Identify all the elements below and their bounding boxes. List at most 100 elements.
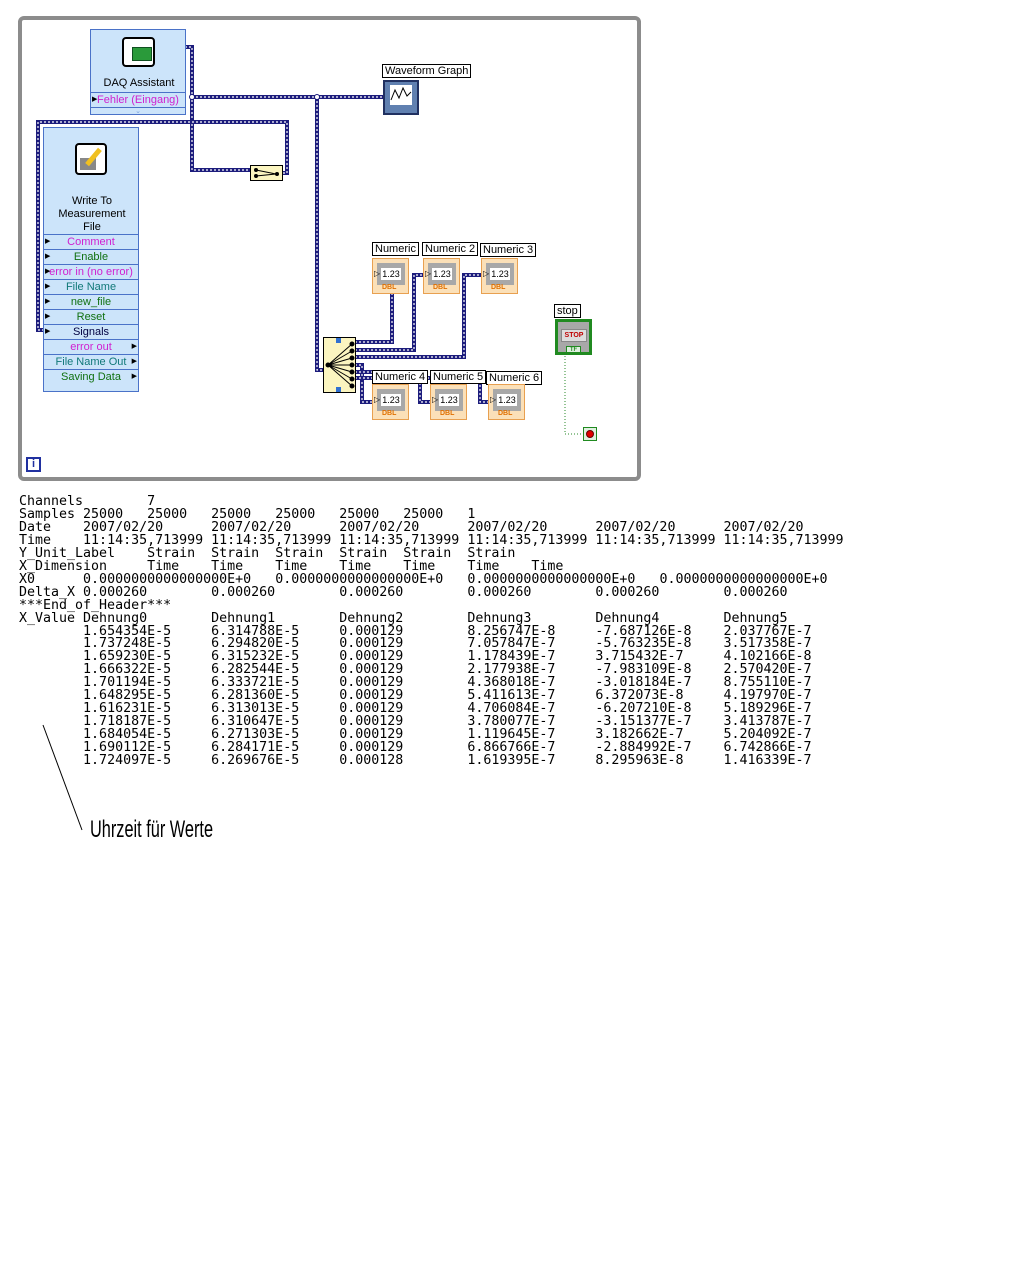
terminal-label: error out xyxy=(70,341,112,353)
terminal-label: new_file xyxy=(70,296,112,308)
file-line: 1.654354E-5 6.314788E-5 0.000129 8.25674… xyxy=(19,623,812,639)
terminal-label: File Name Out xyxy=(55,356,127,368)
file-line: 1.659230E-5 6.315232E-5 0.000129 1.17843… xyxy=(19,649,812,665)
signal-wire xyxy=(355,292,394,344)
terminal-arrow-icon: ▶ xyxy=(45,283,51,290)
stop-button[interactable]: STOP xyxy=(561,329,587,342)
type-badge: DBL xyxy=(433,284,448,291)
terminal-arrow-icon: ▶ xyxy=(131,343,137,350)
terminal-arrow-icon: ▶ xyxy=(45,298,51,305)
signal-wire-dash xyxy=(37,121,288,331)
input-arrow-icon: ▷ xyxy=(490,395,497,404)
wire-junction xyxy=(189,94,195,100)
terminal-error-out[interactable]: ▶ error out xyxy=(44,339,138,354)
file-line: X_Value Dehnung0 Dehnung1 Dehnung2 Dehnu… xyxy=(19,610,788,626)
numeric-label: Numeric 4 xyxy=(372,370,429,384)
daq-card-icon xyxy=(122,37,155,67)
split-signals-node[interactable] xyxy=(323,337,356,393)
numeric-value: 1.23 xyxy=(432,268,452,280)
type-badge: DBL xyxy=(382,284,397,291)
loop-iteration-terminal: i xyxy=(26,457,41,472)
terminal-arrow-icon: ▶ xyxy=(131,373,137,380)
terminal-new-file[interactable]: ▶ new_file xyxy=(44,294,138,309)
type-badge: DBL xyxy=(440,410,455,417)
input-arrow-icon: ▷ xyxy=(374,269,381,278)
expand-chevron-icon[interactable]: ⌄ xyxy=(91,107,185,115)
write-file-icon xyxy=(75,143,107,175)
annotation-text: Uhrzeit für Werte xyxy=(90,816,214,843)
terminal-file-name-out[interactable]: ▶File Name Out xyxy=(44,354,138,369)
numeric-value: 1.23 xyxy=(497,394,517,406)
daq-error-in-terminal[interactable]: ▶Fehler (Eingang) xyxy=(91,92,185,107)
terminal-label: Enable xyxy=(73,251,109,263)
stop-type-badge: TF xyxy=(566,346,581,353)
file-line: Time 11:14:35,713999 11:14:35,713999 11:… xyxy=(19,532,844,548)
numeric-value: 1.23 xyxy=(490,268,510,280)
terminal-arrow-icon: ▶ xyxy=(45,253,51,260)
file-line: 1.684054E-5 6.271303E-5 0.000129 1.11964… xyxy=(19,727,812,743)
terminal-enable[interactable]: ▶ Enable xyxy=(44,249,138,264)
file-line: Delta_X 0.000260 0.000260 0.000260 0.000… xyxy=(19,584,788,600)
write-measurement-file-node[interactable]: Write To Measurement File ▶Comment▶Enabl… xyxy=(43,127,139,392)
input-arrow-icon: ▷ xyxy=(374,395,381,404)
terminal-arrow-icon: ▶ xyxy=(45,313,51,320)
signal-wire-dash xyxy=(316,97,323,371)
terminal-arrow-icon: ▶ xyxy=(45,238,51,245)
terminal-label: error in (no error) xyxy=(49,266,133,278)
file-line: X_Dimension Time Time Time Time Time Tim… xyxy=(19,558,564,574)
numeric-label: Numeric xyxy=(372,242,419,256)
type-badge: DBL xyxy=(498,410,513,417)
signal-wire-dash xyxy=(355,274,423,351)
annotation-pointer-line xyxy=(42,724,83,831)
stop-label: stop xyxy=(554,304,581,318)
signal-wire-dash xyxy=(355,377,489,403)
terminal-arrow-icon: ▶ xyxy=(45,268,51,275)
numeric-value: 1.23 xyxy=(381,394,401,406)
terminal-signals[interactable]: ▶Signals xyxy=(44,324,138,339)
numeric-label: Numeric 6 xyxy=(486,371,543,385)
numeric-label: Numeric 5 xyxy=(430,370,487,384)
stop-if-true-icon xyxy=(586,430,594,438)
loop-condition-terminal[interactable] xyxy=(583,427,597,441)
file-line: 1.724097E-5 6.269676E-5 0.000128 1.61939… xyxy=(19,753,812,769)
graph-icon xyxy=(390,85,412,105)
signal-wire-dash xyxy=(355,364,373,403)
merge-signals-node[interactable] xyxy=(250,165,283,181)
numeric-value: 1.23 xyxy=(381,268,401,280)
daq-assistant-node[interactable]: DAQ Assistant ▶Fehler (Eingang) ⌄ xyxy=(90,29,186,115)
terminal-saving-data[interactable]: ▶Saving Data xyxy=(44,369,138,384)
terminal-reset[interactable]: ▶ Reset xyxy=(44,309,138,324)
file-line: 1.616231E-5 6.313013E-5 0.000129 4.70608… xyxy=(19,701,812,717)
terminal-file-name[interactable]: ▶ File Name xyxy=(44,279,138,294)
wire-junction xyxy=(314,94,320,100)
signal-wire xyxy=(315,97,323,372)
type-badge: DBL xyxy=(491,284,506,291)
terminal-label: Comment xyxy=(67,236,115,248)
file-line: 1.737248E-5 6.294820E-5 0.000129 7.05784… xyxy=(19,636,812,652)
terminal-arrow-icon: ▶ xyxy=(45,328,51,335)
stop-button-terminal[interactable]: STOP TF xyxy=(555,319,592,355)
daq-error-in-label: Fehler (Eingang) xyxy=(97,94,179,106)
numeric-label: Numeric 2 xyxy=(422,242,479,256)
terminal-error-in-no-error-[interactable]: ▶error in (no error) xyxy=(44,264,138,279)
file-line: Y_Unit_Label Strain Strain Strain Strain… xyxy=(19,545,516,561)
waveform-graph-terminal[interactable] xyxy=(383,80,419,115)
file-line: 1.718187E-5 6.310647E-5 0.000129 3.78007… xyxy=(19,714,812,730)
file-line: 1.666322E-5 6.282544E-5 0.000129 2.17793… xyxy=(19,662,812,678)
terminal-label: File Name xyxy=(65,281,117,293)
input-arrow-icon: ▷ xyxy=(425,269,432,278)
input-arrow-icon: ▷ xyxy=(432,395,439,404)
signal-wire xyxy=(185,45,250,172)
terminal-label: Reset xyxy=(76,311,106,323)
file-line: Channels 7 xyxy=(19,494,156,509)
daq-assistant-title: DAQ Assistant xyxy=(103,77,175,89)
file-line: Samples 25000 25000 25000 25000 25000 25… xyxy=(19,506,476,522)
terminal-comment[interactable]: ▶ Comment xyxy=(44,234,138,249)
